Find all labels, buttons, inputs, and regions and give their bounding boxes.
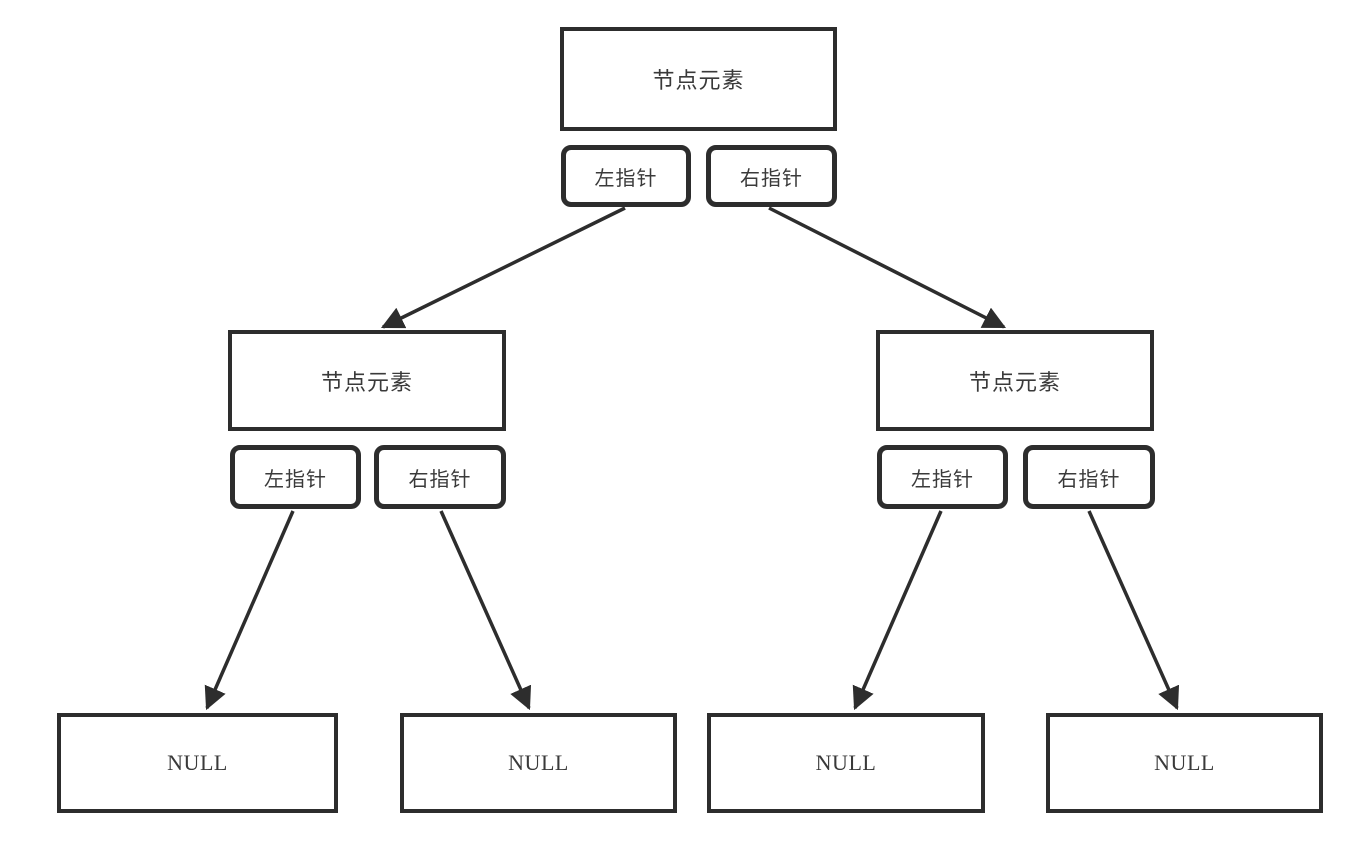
null-leaf-box-2: NULL: [400, 713, 677, 813]
left-child-node-element-box: 节点元素: [228, 330, 506, 431]
arrow-root-left-to-left-child: [380, 206, 626, 329]
right-child-right-pointer-box: 右指针: [1023, 445, 1155, 509]
root-node-element-box: 节点元素: [560, 27, 837, 131]
arrow-right-child-left-to-null-3: [852, 510, 943, 711]
right-child-node-element-box: 节点元素: [876, 330, 1154, 431]
root-right-pointer-box: 右指针: [706, 145, 837, 207]
root-left-pointer-box: 左指针: [561, 145, 691, 207]
left-child-left-pointer-box: 左指针: [230, 445, 361, 509]
arrow-left-child-left-to-null-1: [204, 510, 295, 711]
left-child-right-pointer-box: 右指针: [374, 445, 506, 509]
right-child-left-pointer-box: 左指针: [877, 445, 1008, 509]
null-leaf-box-3: NULL: [707, 713, 985, 813]
null-leaf-box-1: NULL: [57, 713, 338, 813]
null-leaf-box-4: NULL: [1046, 713, 1323, 813]
arrow-left-child-right-to-null-2: [439, 510, 532, 711]
arrow-right-child-right-to-null-4: [1087, 510, 1180, 711]
arrow-root-right-to-right-child: [768, 206, 1007, 329]
